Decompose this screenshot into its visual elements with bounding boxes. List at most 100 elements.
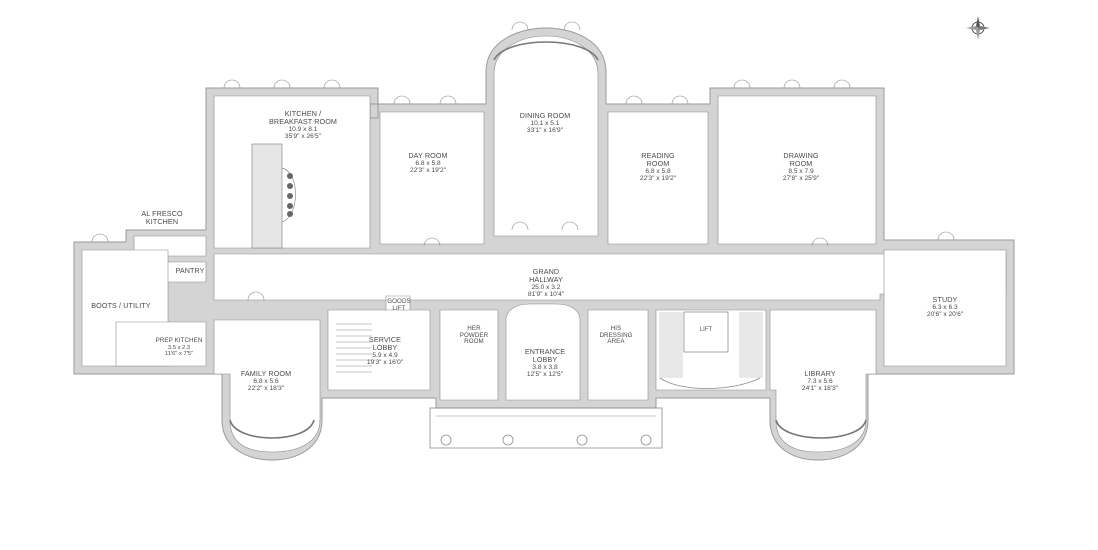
dining-room-floor <box>493 35 599 237</box>
room-size: 3.8 x 3.8 <box>532 363 558 371</box>
room-name: AL FRESCO <box>141 209 183 218</box>
room-size: 25.0 x 3.2 <box>531 283 561 291</box>
room-size: 5.9 x 4.9 <box>372 351 398 359</box>
room-name: GRAND <box>532 267 560 276</box>
bar-stool <box>287 193 293 199</box>
room-name: LOBBY <box>532 354 558 364</box>
room-size: 20'6" x 20'6" <box>926 310 964 318</box>
entrance-floor <box>505 303 581 401</box>
family-room-floor <box>213 319 321 453</box>
room-size: 24'1" x 18'3" <box>801 384 839 392</box>
room-size: 6.8 x 5.8 <box>645 167 671 175</box>
room-name: HALLWAY <box>529 274 563 284</box>
room-name: DRAWING <box>783 151 819 160</box>
bar-stool <box>287 203 293 209</box>
bar-stool <box>287 173 293 179</box>
bar-stool <box>287 183 293 189</box>
room-size: 22'3" x 19'2" <box>409 166 447 174</box>
door-swing <box>323 79 341 89</box>
room-name: SERVICE <box>368 335 402 344</box>
room-name: POWDER <box>459 331 489 339</box>
room-name: DINING ROOM <box>519 111 571 120</box>
study-floor <box>883 249 1007 367</box>
room-size: 7.3 x 5.6 <box>807 377 833 385</box>
room-size: 12'5" x 12'5" <box>526 370 564 378</box>
room-size: 3.5 x 2.3 <box>167 344 191 351</box>
portico-column <box>502 434 514 446</box>
room-name: BOOTS / UTILITY <box>91 301 151 310</box>
library-bay-window <box>775 419 867 439</box>
room-name: LIBRARY <box>804 369 836 378</box>
room-size: 81'9" x 10'4" <box>527 290 565 298</box>
room-size: 10.9 x 8.1 <box>288 125 318 133</box>
room-size: 22'3" x 19'2" <box>639 174 677 182</box>
door-swing <box>439 95 457 105</box>
room-name: PREP KITCHEN <box>155 337 203 344</box>
door-swing <box>393 95 411 105</box>
room-name: ROOM <box>646 158 670 168</box>
room-label-boots-utility: BOOTS / UTILITY <box>91 302 150 310</box>
room-size: 6.8 x 5.8 <box>415 159 441 167</box>
compass-icon <box>966 16 990 40</box>
room-name: HIS <box>610 325 622 332</box>
room-name: ROOM <box>464 338 484 346</box>
bar-stool <box>287 211 293 217</box>
main-stair-landing <box>659 377 761 389</box>
room-size: 8.5 x 7.9 <box>788 167 814 175</box>
reading-room-floor <box>607 111 709 245</box>
drawing-room-floor <box>717 95 877 245</box>
room-label-pantry: PANTRY <box>175 267 204 275</box>
powder-floor <box>439 309 499 401</box>
door-swing <box>561 221 579 231</box>
room-size: 27'8" x 25'9" <box>782 174 820 182</box>
door-swing <box>733 79 751 89</box>
dining-bay-window <box>493 41 599 61</box>
room-size: 33'1" x 16'9" <box>526 126 564 134</box>
door-swing <box>223 79 241 89</box>
door-swing <box>511 221 529 231</box>
portico-column <box>640 434 652 446</box>
lift-shaft <box>683 311 729 353</box>
day-room-floor <box>379 111 485 245</box>
room-name: KITCHEN / <box>284 109 322 118</box>
door-swing <box>247 291 265 301</box>
portico-column <box>576 434 588 446</box>
room-size: 6.3 x 6.3 <box>932 303 958 311</box>
room-size: 11'6" x 7'5" <box>164 350 194 357</box>
room-size: 22'2" x 18'3" <box>247 384 285 392</box>
family-bay-window <box>229 419 315 439</box>
room-size: 35'9" x 26'5" <box>284 132 322 140</box>
door-swing <box>511 21 529 31</box>
dressing-floor <box>587 309 649 401</box>
room-name: BREAKFAST ROOM <box>269 116 337 126</box>
room-name: FAMILY ROOM <box>240 369 292 378</box>
portico <box>429 407 663 449</box>
room-name: DAY ROOM <box>408 151 448 160</box>
room-name: KITCHEN <box>145 216 179 226</box>
door-swing <box>563 21 581 31</box>
room-size: 19'3" x 16'0" <box>366 358 404 366</box>
room-name: DRESSING <box>599 331 633 339</box>
portico-column <box>440 434 452 446</box>
prep-kitchen-floor <box>115 321 207 367</box>
room-name: ENTRANCE <box>524 347 566 356</box>
door-swing <box>423 237 441 247</box>
room-size: 6.8 x 5.6 <box>253 377 279 385</box>
room-name: AREA <box>607 338 625 346</box>
door-swing <box>937 231 955 241</box>
breakfast-bar <box>281 167 296 223</box>
door-swing <box>273 79 291 89</box>
